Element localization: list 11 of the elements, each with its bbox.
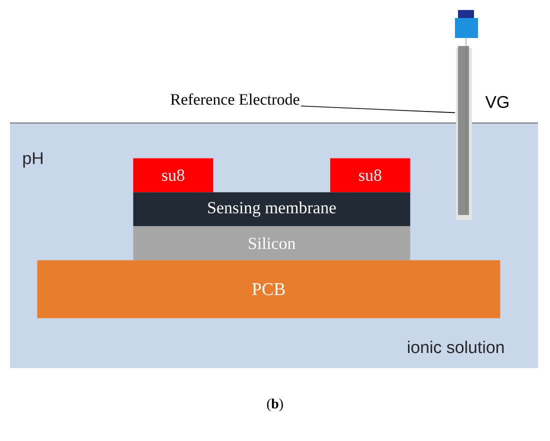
su8-layer: su8 xyxy=(133,158,214,192)
su8-layer: su8 xyxy=(330,158,410,192)
leader-line xyxy=(300,106,456,114)
electrode-drawing xyxy=(455,10,478,220)
silicon-layer: Silicon xyxy=(133,226,410,260)
solution-label: pH xyxy=(23,152,42,168)
membrane-layer: Sensing membrane xyxy=(133,192,410,226)
caption: (b) xyxy=(267,398,283,412)
electrode-label: Reference Electrode xyxy=(170,93,300,105)
pcb-layer: PCB xyxy=(37,260,500,318)
solution-label: ionic solution xyxy=(408,340,504,354)
